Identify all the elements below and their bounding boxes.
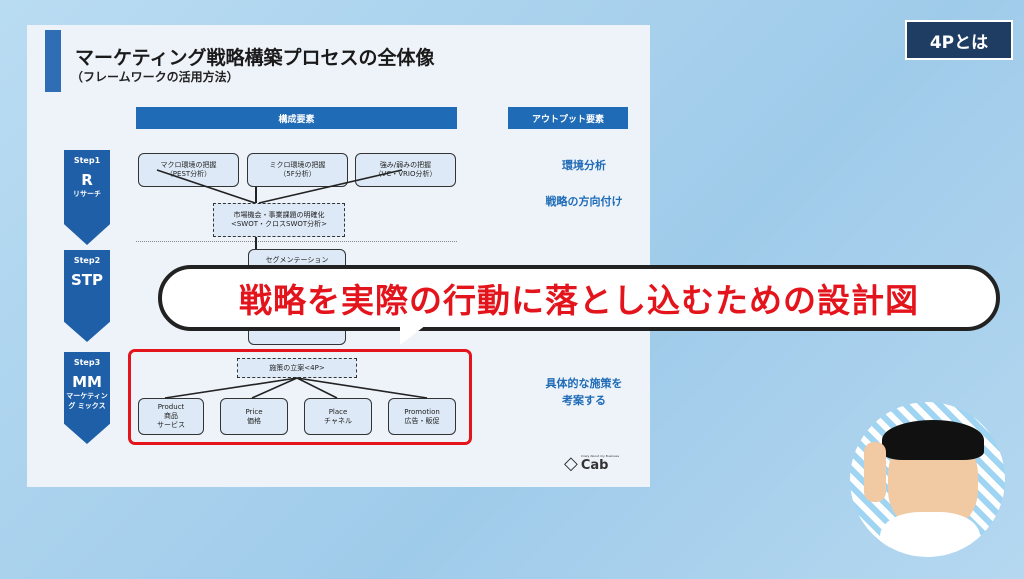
output-env: 環境分析	[562, 159, 606, 172]
caption-bubble: 戦略を実際の行動に落とし込むための設計図	[158, 265, 1000, 331]
swot-box: 市場機会・事業課題の明確化<SWOT・クロスSWOT分析>	[213, 203, 345, 237]
output-direction: 戦略の方向付け	[545, 195, 623, 208]
header-output: アウトプット要素	[508, 107, 628, 129]
highlight-frame	[128, 349, 472, 445]
research-box-swot-internal: 強み/弱みの把握（VC・VRIO分析）	[355, 153, 456, 187]
slide-title: マーケティング戦略構築プロセスの全体像	[75, 47, 435, 69]
plan-box: 施策の立案<4P>	[237, 358, 357, 378]
output-measures-1: 具体的な施策を	[545, 377, 623, 390]
arrow	[255, 237, 257, 249]
caption-text: 戦略を実際の行動に落とし込むための設計図	[239, 281, 919, 320]
divider	[136, 241, 457, 242]
presenter-avatar	[850, 402, 1005, 557]
slide-subtitle: （フレームワークの活用方法）	[71, 70, 239, 84]
slide: マーケティング戦略構築プロセスの全体像 （フレームワークの活用方法） 構成要素 …	[27, 25, 650, 487]
topic-tag: 4Pとは	[905, 20, 1013, 60]
output-measures-2: 考案する	[562, 394, 606, 407]
fourp-arrows	[156, 169, 428, 399]
research-box-micro: ミクロ環境の把握（5F分析）	[247, 153, 348, 187]
title-accent-bar	[45, 30, 61, 92]
arrow	[255, 187, 257, 203]
header-components: 構成要素	[136, 107, 457, 129]
logo-icon: ◇	[564, 453, 578, 474]
